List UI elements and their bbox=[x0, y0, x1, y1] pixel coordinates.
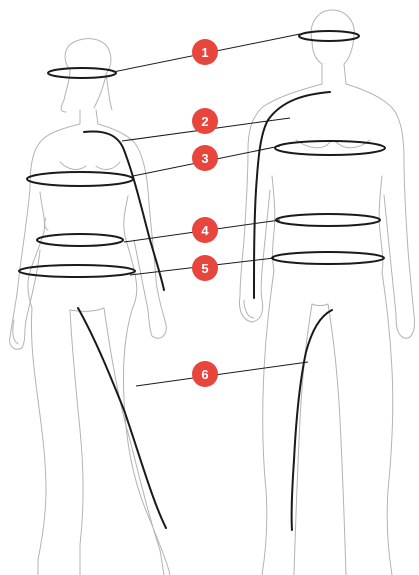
marker-4: 4 bbox=[192, 217, 218, 243]
marker-1-label: 1 bbox=[201, 45, 208, 60]
female-figure bbox=[10, 39, 170, 575]
male-inseam-line bbox=[292, 310, 332, 530]
male-sleeve-line bbox=[254, 92, 330, 298]
marker-4-label: 4 bbox=[201, 223, 209, 238]
marker-1: 1 bbox=[192, 39, 218, 65]
female-chest-band bbox=[27, 172, 133, 186]
male-measure-lines bbox=[254, 31, 385, 530]
marker-6: 6 bbox=[192, 361, 218, 387]
marker-5-label: 5 bbox=[201, 261, 208, 276]
marker-3-label: 3 bbox=[201, 151, 208, 166]
marker-5: 5 bbox=[192, 255, 218, 281]
female-head-band bbox=[48, 68, 116, 78]
male-figure bbox=[240, 10, 415, 575]
marker-6-label: 6 bbox=[201, 367, 208, 382]
male-head-band bbox=[299, 31, 359, 41]
marker-3: 3 bbox=[192, 145, 218, 171]
male-hip-band bbox=[272, 252, 384, 264]
marker-2: 2 bbox=[192, 108, 218, 134]
female-waist-band bbox=[37, 234, 123, 246]
female-inseam-line bbox=[78, 308, 166, 528]
marker-2-label: 2 bbox=[201, 114, 208, 129]
female-measure-lines bbox=[19, 68, 166, 528]
male-chest-band bbox=[275, 141, 385, 155]
male-waist-band bbox=[276, 214, 380, 226]
